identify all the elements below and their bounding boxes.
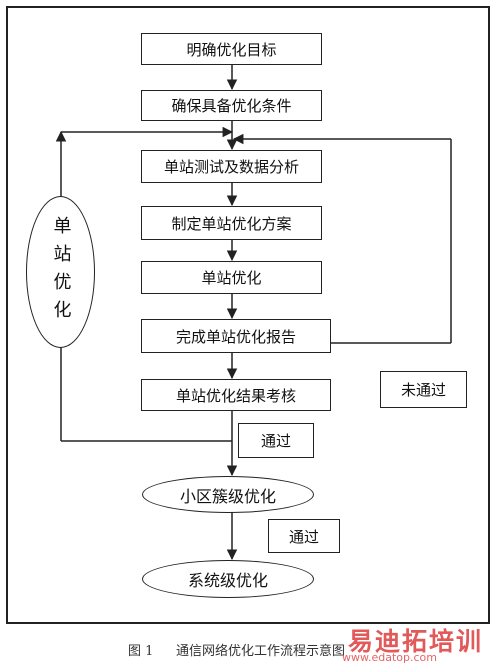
node-test: 单站测试及数据分析 xyxy=(141,150,322,183)
figure-number: 图 1 xyxy=(128,644,154,659)
loop-label-ellipse: 单站优化 xyxy=(26,196,95,348)
node-review: 单站优化结果考核 xyxy=(141,379,331,411)
note-fail: 未通过 xyxy=(380,371,467,408)
node-cluster: 小区簇级优化 xyxy=(142,476,314,513)
watermark-url: www.edatop.com xyxy=(342,651,437,664)
figure-title: 通信网络优化工作流程示意图 xyxy=(176,644,346,659)
node-conditions: 确保具备优化条件 xyxy=(141,90,322,121)
watermark-brand: 易迪拓培训 xyxy=(348,627,484,656)
node-goal: 明确优化目标 xyxy=(141,33,322,65)
node-plan: 制定单站优化方案 xyxy=(141,206,322,240)
node-system: 系统级优化 xyxy=(142,560,314,598)
diagram-frame xyxy=(6,6,490,624)
note-pass-1: 通过 xyxy=(238,423,314,458)
note-pass-2: 通过 xyxy=(268,519,340,553)
node-report: 完成单站优化报告 xyxy=(141,319,331,353)
node-optimize: 单站优化 xyxy=(141,261,322,294)
